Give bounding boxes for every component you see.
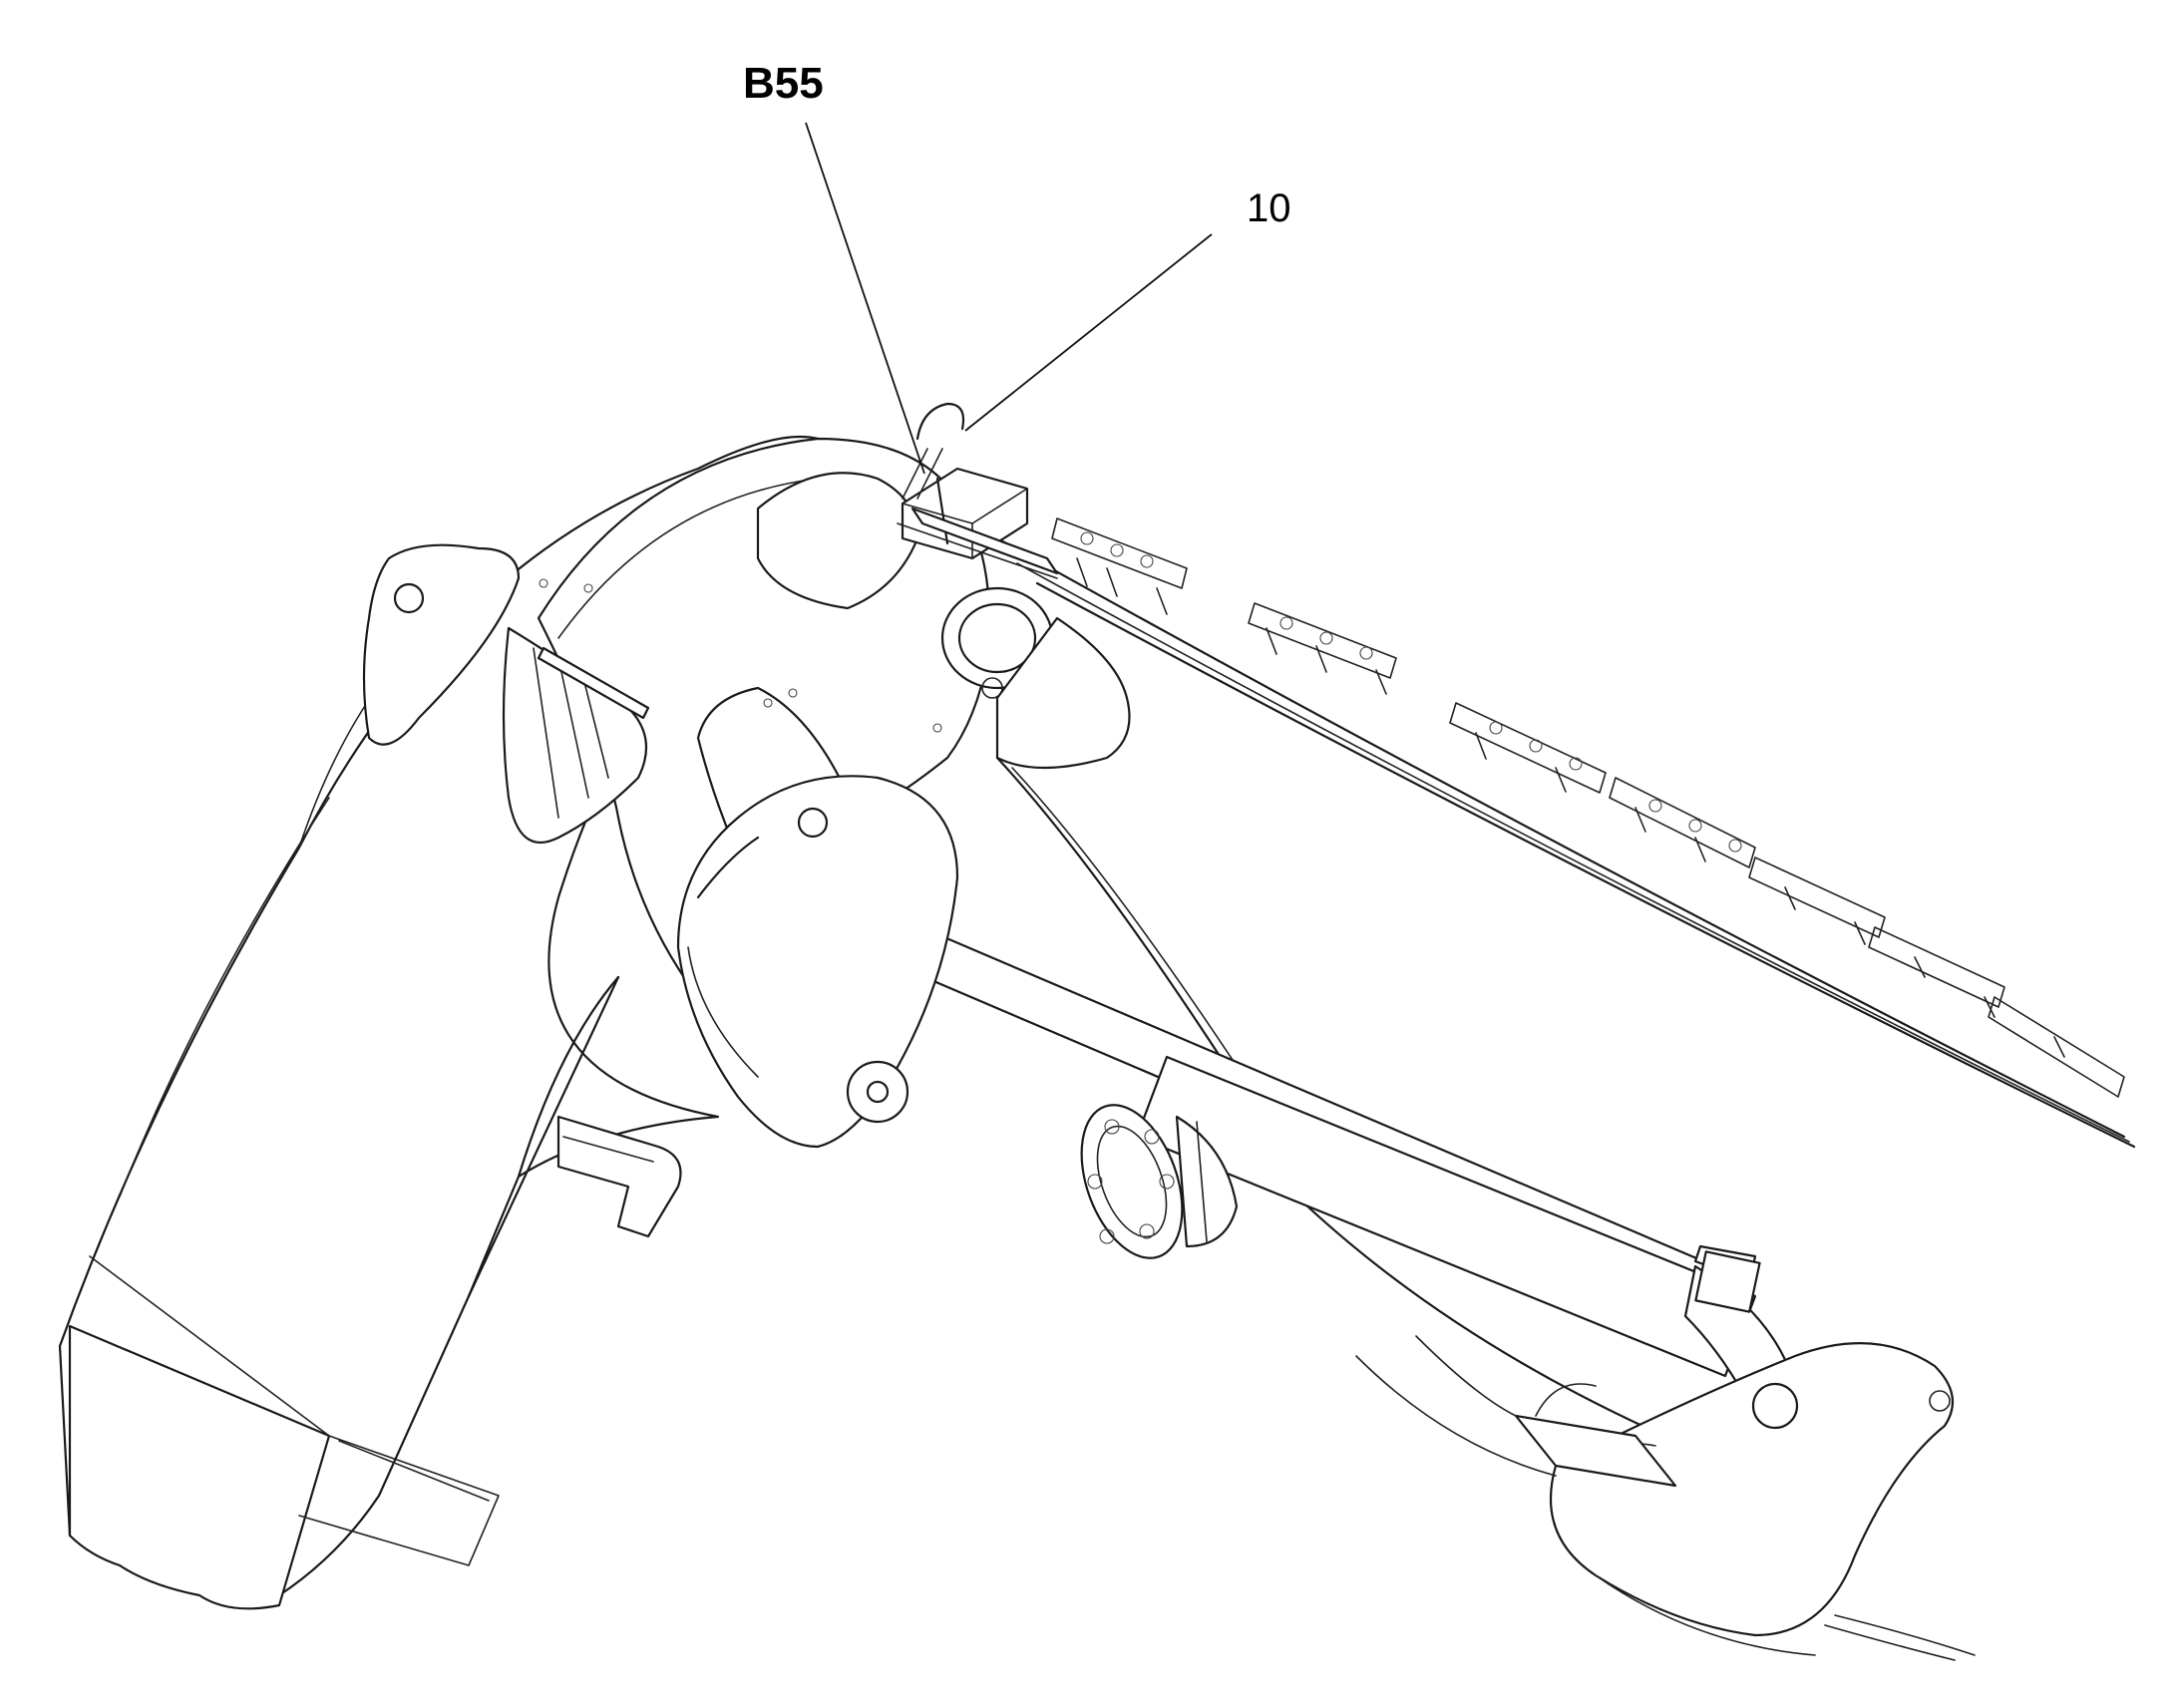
callout-label-b55: B55 — [743, 59, 824, 108]
callout-label-10: 10 — [1247, 186, 1291, 230]
grease-fitting — [897, 402, 1059, 579]
wing-plate — [995, 616, 1131, 770]
hose-clip-row — [1051, 517, 2125, 1098]
left-mounting-plate — [362, 543, 521, 746]
boom-upper-beam — [995, 517, 2136, 1149]
arm-body — [58, 435, 860, 1610]
boss-plate — [676, 775, 959, 1149]
leader-b55 — [805, 122, 925, 475]
leader-10 — [964, 233, 1213, 432]
internal-brackets — [502, 626, 650, 844]
cylinder-end-bracket — [1355, 1335, 1976, 1661]
callout-leaders — [805, 122, 1213, 475]
hydraulic-cylinder — [876, 915, 1797, 1418]
hose-bracket — [556, 1115, 682, 1238]
